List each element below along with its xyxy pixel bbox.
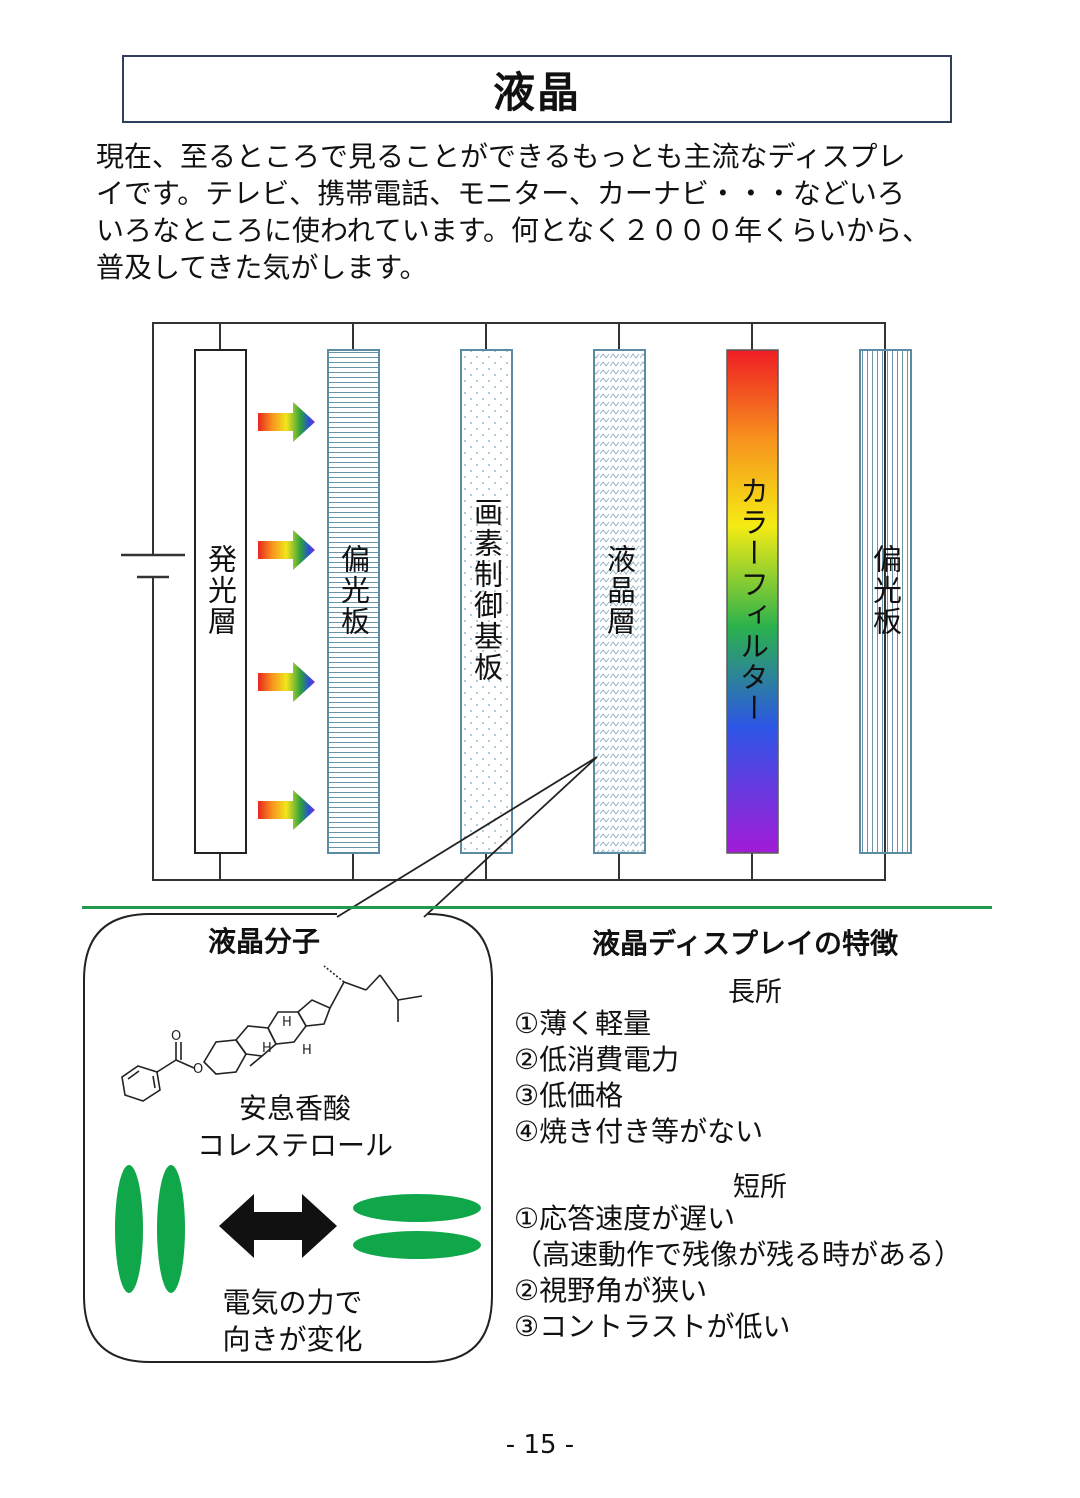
polarizer-label-2: 偏光板 <box>868 543 903 637</box>
hydrogen-label: H <box>262 1041 272 1056</box>
cholesteryl-benzoate-structure <box>121 965 423 1102</box>
color-filter-layer <box>726 349 779 854</box>
intro-line: いろなところに使われています。何となく２０００年くらいから、 <box>96 214 931 247</box>
hydrogen-label: H <box>302 1043 312 1058</box>
list-item: ②低消費電力 <box>514 1043 680 1076</box>
color-filter-label: カラーフィルター <box>735 476 770 724</box>
emitter-layer <box>194 349 247 854</box>
arrow-right-icon <box>258 790 315 830</box>
lc-molecule-horizontal <box>353 1231 481 1259</box>
zoom-lines <box>336 756 598 918</box>
molecule-caption-line: 向きが変化 <box>222 1323 363 1356</box>
section-divider <box>82 906 992 909</box>
light-arrows <box>258 402 315 830</box>
pros-heading: 長所 <box>728 977 782 1008</box>
substrate-layer <box>460 349 513 854</box>
arrow-right-icon <box>258 530 315 570</box>
title-box: 液晶 <box>122 55 952 123</box>
molecule-section-label: 液晶分子 <box>208 925 321 958</box>
intro-line: イです。テレビ、携帯電話、モニター、カーナビ・・・などいろ <box>96 177 905 210</box>
list-item: ②視野角が狭い <box>514 1274 708 1307</box>
liquid-crystal-layer <box>593 349 646 854</box>
cons-list: ①応答速度が遅い （高速動作で残像が残る時がある） ②視野角が狭い ③コントラス… <box>514 1201 962 1345</box>
double-arrow-icon <box>219 1194 337 1258</box>
molecule-caption-line: 電気の力で <box>222 1286 363 1319</box>
lc-molecule-horizontal <box>353 1194 481 1222</box>
molecule-name-line: 安息香酸 <box>238 1092 351 1125</box>
hydrogen-label: H <box>282 1015 292 1030</box>
page-number: - 15 - <box>505 1430 575 1460</box>
list-item: ④焼き付き等がない <box>514 1115 764 1148</box>
arrow-right-icon <box>258 662 315 702</box>
list-item: ③コントラストが低い <box>514 1310 791 1343</box>
lc-molecule-vertical <box>115 1165 143 1293</box>
polarizer-layer-1 <box>327 349 380 854</box>
intro-line: 普及してきた気がします。 <box>96 251 428 284</box>
substrate-label: 画素制御基板 <box>469 497 504 683</box>
list-item: ①薄く軽量 <box>514 1007 652 1040</box>
list-item: ①応答速度が遅い <box>514 1202 736 1235</box>
lc-molecule-vertical <box>157 1165 185 1293</box>
intro-paragraph: 現在、至るところで見ることができるもっとも主流なディスプレ イです。テレビ、携帯… <box>96 138 1016 286</box>
molecule-box <box>83 913 493 1363</box>
pros-list: ①薄く軽量 ②低消費電力 ③低価格 ④焼き付き等がない <box>514 1006 763 1150</box>
oxygen-label: O <box>193 1062 203 1077</box>
molecule-name-line: コレステロール <box>196 1129 393 1162</box>
molecule-name: 安息香酸 コレステロール <box>150 1090 440 1164</box>
list-item: （高速動作で残像が残る時がある） <box>514 1238 963 1271</box>
intro-line: 現在、至るところで見ることができるもっとも主流なディスプレ <box>96 140 906 173</box>
battery-icon <box>121 553 185 579</box>
list-item: ③低価格 <box>514 1079 624 1112</box>
cons-heading: 短所 <box>733 1172 787 1203</box>
arrow-right-icon <box>258 402 315 442</box>
polarizer-layer-2 <box>859 349 912 854</box>
polarizer-label-1: 偏光板 <box>336 543 371 637</box>
molecule-caption: 電気の力で 向きが変化 <box>150 1284 435 1358</box>
oxygen-label: O <box>171 1029 181 1044</box>
page-title: 液晶 <box>492 67 581 117</box>
emitter-label: 発光層 <box>203 543 238 637</box>
lc-layer-label: 液晶層 <box>602 543 637 637</box>
features-title: 液晶ディスプレイの特徴 <box>592 927 899 960</box>
